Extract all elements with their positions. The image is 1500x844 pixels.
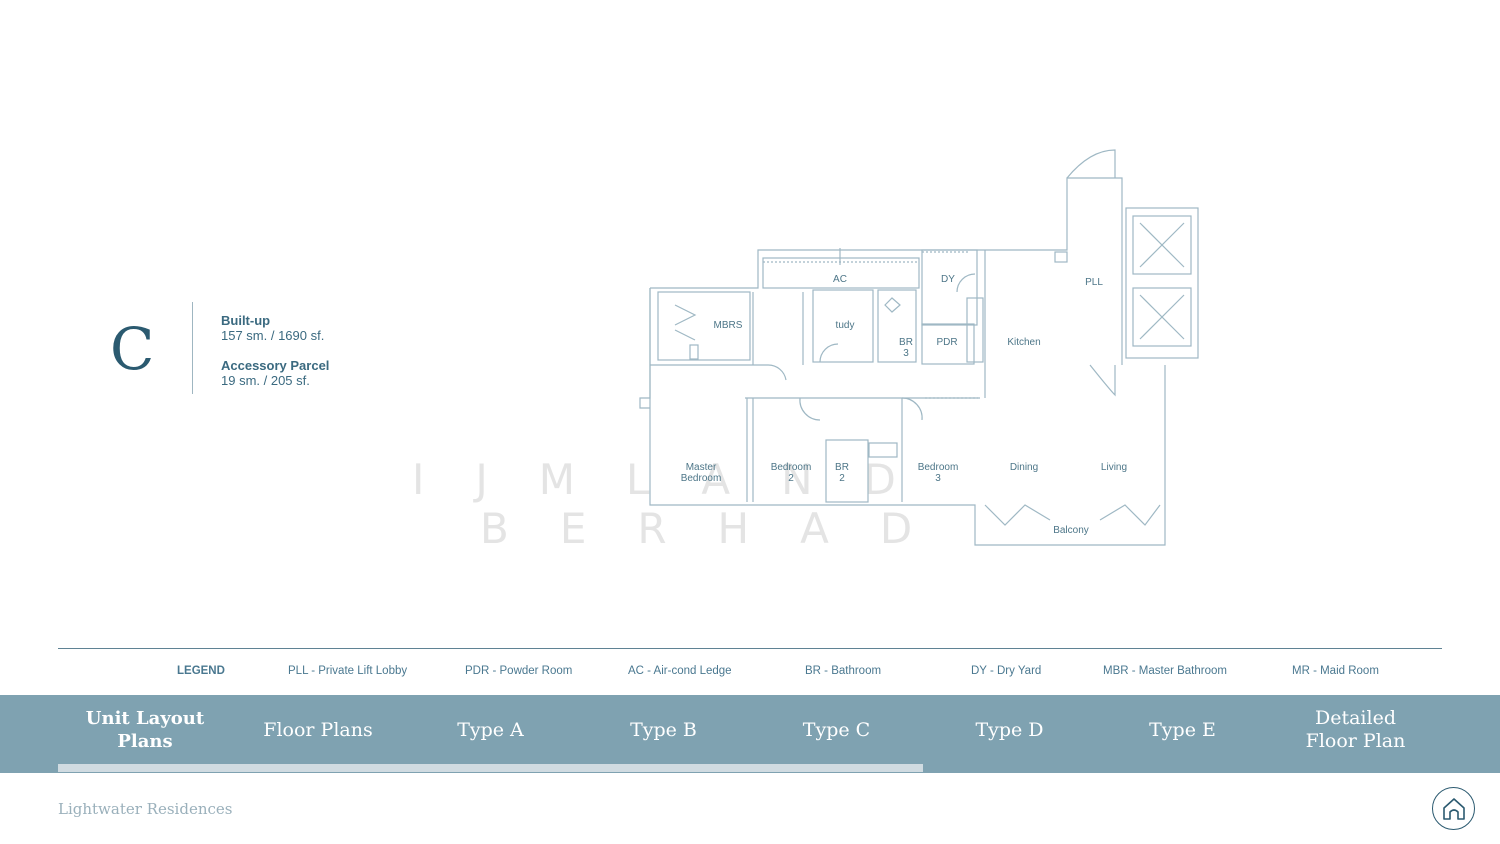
nav-type-c[interactable]: Type C [802, 718, 871, 741]
legend-item: MBR - Master Bathroom [1103, 665, 1227, 677]
watermark-line-2: BERHAD [480, 504, 964, 553]
accessory-block: Accessory Parcel 19 sm. / 205 sf. [221, 358, 329, 388]
nav-detailed-floor-plan[interactable]: Detailed Floor Plan [1269, 695, 1442, 765]
home-icon [1442, 797, 1465, 820]
unit-divider [192, 302, 193, 394]
nav-type-e[interactable]: Type E [1149, 718, 1216, 741]
brand-name: Lightwater Residences [58, 800, 233, 818]
nav-detailed-line-1: Detailed [1314, 707, 1396, 729]
room-label-pdr: PDR [936, 337, 957, 348]
room-label-ac: AC [833, 274, 847, 285]
nav-type-d[interactable]: Type D [975, 718, 1044, 741]
nav-unit-layout-plans[interactable]: Unit Layout Plans [85, 708, 205, 752]
room-label-balcony: Balcony [1053, 525, 1089, 536]
legend-item: BR - Bathroom [805, 665, 882, 677]
legend-divider [58, 648, 1442, 649]
nav-type-a[interactable]: Type A [457, 718, 524, 741]
room-label-bedroom3: Bedroom [918, 462, 959, 473]
builtup-block: Built-up 157 sm. / 1690 sf. [221, 313, 324, 343]
accessory-value: 19 sm. / 205 sf. [221, 373, 310, 388]
room-label-br2-num: 2 [839, 473, 845, 484]
room-label-dy: DY [941, 274, 955, 285]
room-label-living: Living [1101, 462, 1127, 473]
builtup-heading: Built-up [221, 313, 271, 328]
room-label-br3: BR [899, 337, 913, 348]
legend-item: PLL - Private Lift Lobby [288, 665, 408, 677]
room-label-dining: Dining [1010, 462, 1038, 473]
unit-type-letter: C [110, 315, 155, 383]
legend-title: LEGEND [177, 665, 225, 677]
accessory-heading: Accessory Parcel [221, 358, 330, 373]
legend-item: PDR - Powder Room [465, 665, 573, 677]
room-label-mbrs: MBRS [714, 320, 743, 331]
builtup-value: 157 sm. / 1690 sf. [221, 328, 325, 343]
room-label-br2: BR [835, 462, 849, 473]
watermark-line-1: IJMLAND [412, 455, 947, 504]
room-label-pll: PLL [1085, 277, 1103, 288]
nav-type-b[interactable]: Type B [630, 718, 697, 741]
floor-plan-drawing: AC DY PLL MBRS tudy BR 3 PDR Kitchen Mas… [639, 149, 1199, 546]
room-label-study: tudy [836, 320, 855, 331]
nav-floor-plans[interactable]: Floor Plans [263, 718, 373, 741]
room-label-bedroom2: Bedroom [771, 462, 812, 473]
nav-detailed-line-2: Floor Plan [1305, 730, 1406, 752]
room-label-kitchen: Kitchen [1007, 337, 1040, 348]
floor-plan: AC DY PLL MBRS tudy BR 3 PDR Kitchen Mas… [630, 140, 1220, 560]
legend-item: MR - Maid Room [1292, 665, 1379, 677]
room-label-br3-num: 3 [903, 348, 909, 359]
room-label-master-bedroom: Bedroom [681, 473, 722, 484]
room-label-bedroom2-num: 2 [788, 473, 794, 484]
nav-progress-bar [58, 764, 923, 772]
legend-item: AC - Air-cond Ledge [628, 665, 732, 677]
legend-item: DY - Dry Yard [971, 665, 1042, 677]
room-label-bedroom3-num: 3 [935, 473, 941, 484]
home-button[interactable] [1432, 787, 1475, 830]
room-label-master: Master [686, 462, 717, 473]
nav-bar: Unit Layout Plans Floor Plans Type A Typ… [0, 695, 1500, 773]
